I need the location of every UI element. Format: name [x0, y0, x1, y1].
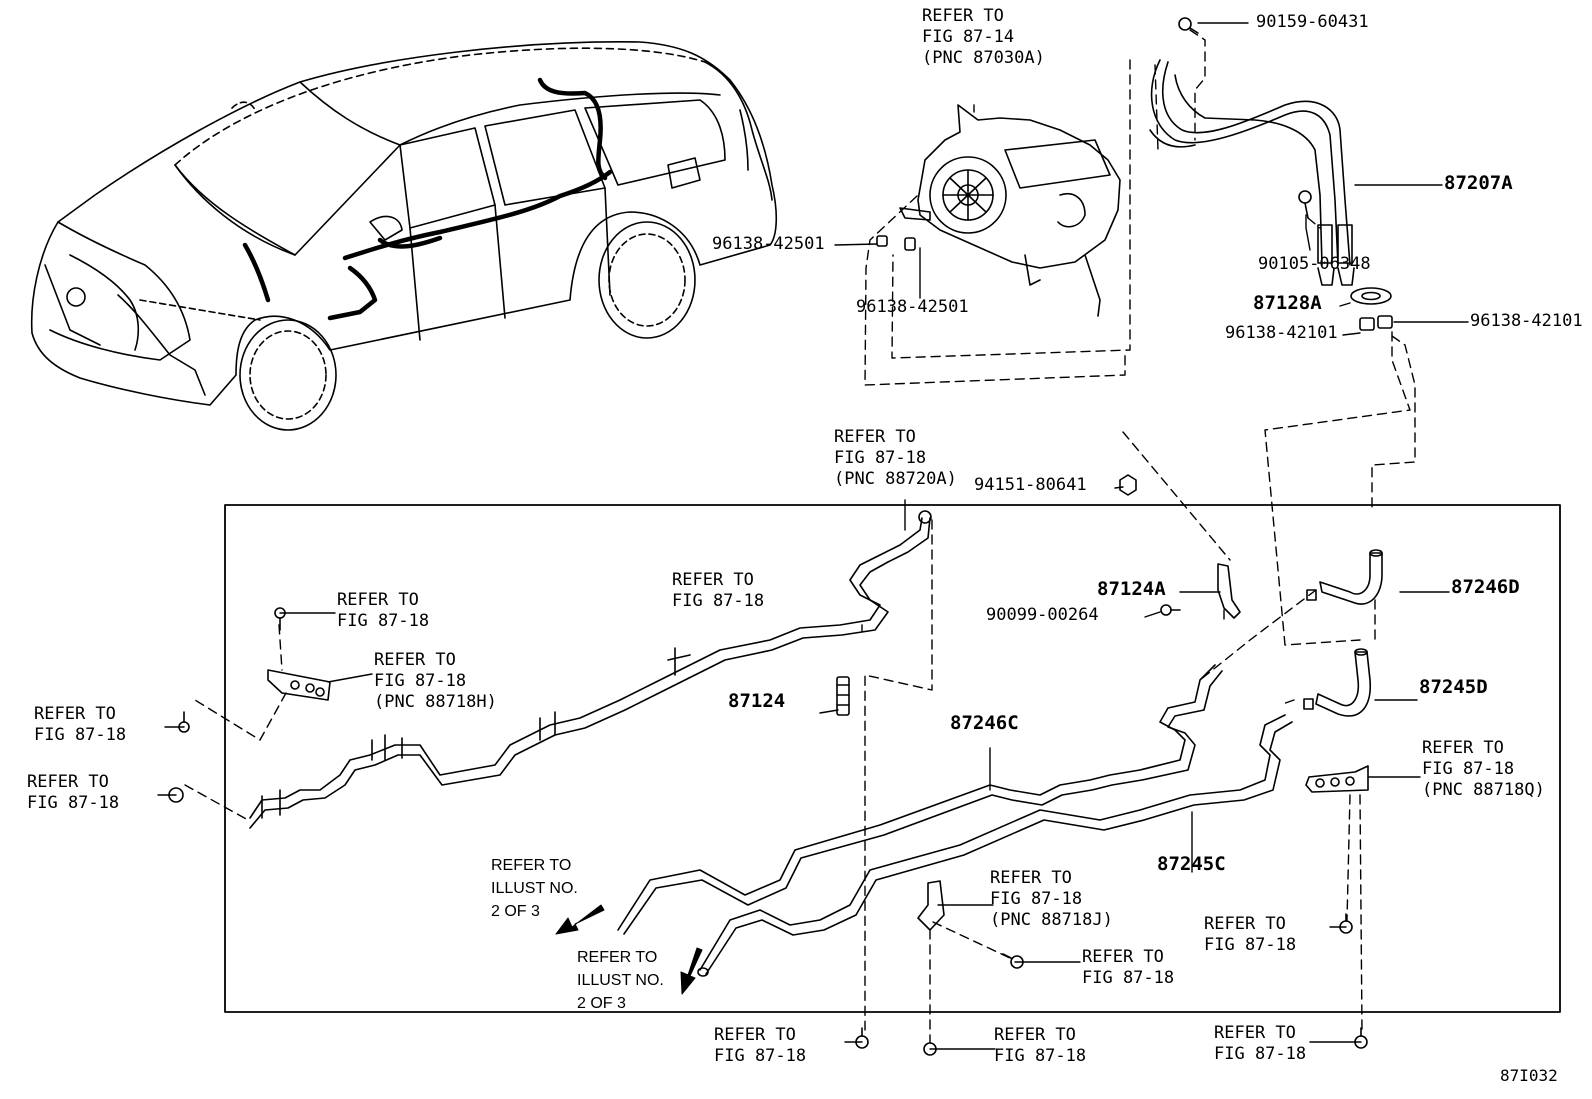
illust-arrows: [555, 904, 703, 995]
part-87246c: 87246C: [950, 712, 1019, 734]
bracket-88718q-illustration: [1305, 765, 1369, 793]
vehicle-illustration: [30, 41, 778, 431]
clamp-87124-illustration: [836, 676, 850, 716]
bolt-bottom-left-icon: [855, 1027, 869, 1049]
figure-code: 87I032: [1500, 1066, 1558, 1085]
nut-94151-80641-icon: [1119, 474, 1137, 496]
part-87207a: 87207A: [1444, 172, 1513, 194]
part-87124: 87124: [728, 690, 786, 712]
fasteners: [168, 17, 1368, 1056]
part-96138-42101-left: 96138-42101: [1225, 323, 1338, 343]
clip-96138-42501-a-icon: [876, 235, 888, 247]
reference-dash-lines: [184, 29, 1416, 1043]
hvac-unit-illustration: [899, 104, 1121, 317]
clip-96138-42501-b-icon: [904, 237, 916, 251]
pipe-87245c-illustration: [697, 714, 1293, 977]
bracket-87124a-illustration: [1217, 563, 1241, 619]
bolt-bottom-right-icon: [1354, 1027, 1368, 1049]
bolt-90099-00264-icon: [1160, 604, 1181, 616]
part-90105-06348: 90105-06348: [1258, 254, 1371, 274]
part-87128a: 87128A: [1253, 292, 1322, 314]
bolt-90159-60431-icon: [1178, 17, 1199, 34]
part-94151-80641: 94151-80641: [974, 475, 1087, 495]
bolt-90105-06348-icon: [1298, 190, 1312, 219]
pipe-87207a-illustration: [1149, 59, 1355, 286]
pipe-88720a-illustration: [249, 510, 932, 829]
bolt-top-left-icon: [274, 607, 286, 631]
clip-small-2-icon: [1303, 698, 1314, 710]
bolt-left-1-icon: [178, 711, 190, 733]
part-87245d: 87245D: [1419, 676, 1488, 698]
bolt-right-inner-icon: [1339, 913, 1353, 934]
hose-87245d-illustration: [1315, 648, 1372, 717]
part-87245c: 87245C: [1157, 853, 1226, 875]
pipe-87246c-illustration: [617, 664, 1223, 935]
part-87124a: 87124A: [1097, 578, 1166, 600]
part-96138-42501-b: 96138-42501: [856, 297, 969, 317]
part-90159-60431: 90159-60431: [1256, 12, 1369, 32]
leader-lines: [157, 22, 1469, 1050]
part-96138-42101-right: 96138-42101: [1470, 311, 1583, 331]
parts-frame: [224, 504, 1561, 1013]
part-90099-00264: 90099-00264: [986, 605, 1099, 625]
clip-small-icon: [1306, 589, 1317, 601]
part-87246d: 87246D: [1451, 576, 1520, 598]
vehicle-ac-piping: [242, 77, 613, 321]
hose-87246d-illustration: [1319, 549, 1383, 605]
part-96138-42501-a: 96138-42501: [712, 234, 825, 254]
bracket-88718h-illustration: [267, 669, 331, 701]
grommet-illustration: [1350, 287, 1393, 331]
